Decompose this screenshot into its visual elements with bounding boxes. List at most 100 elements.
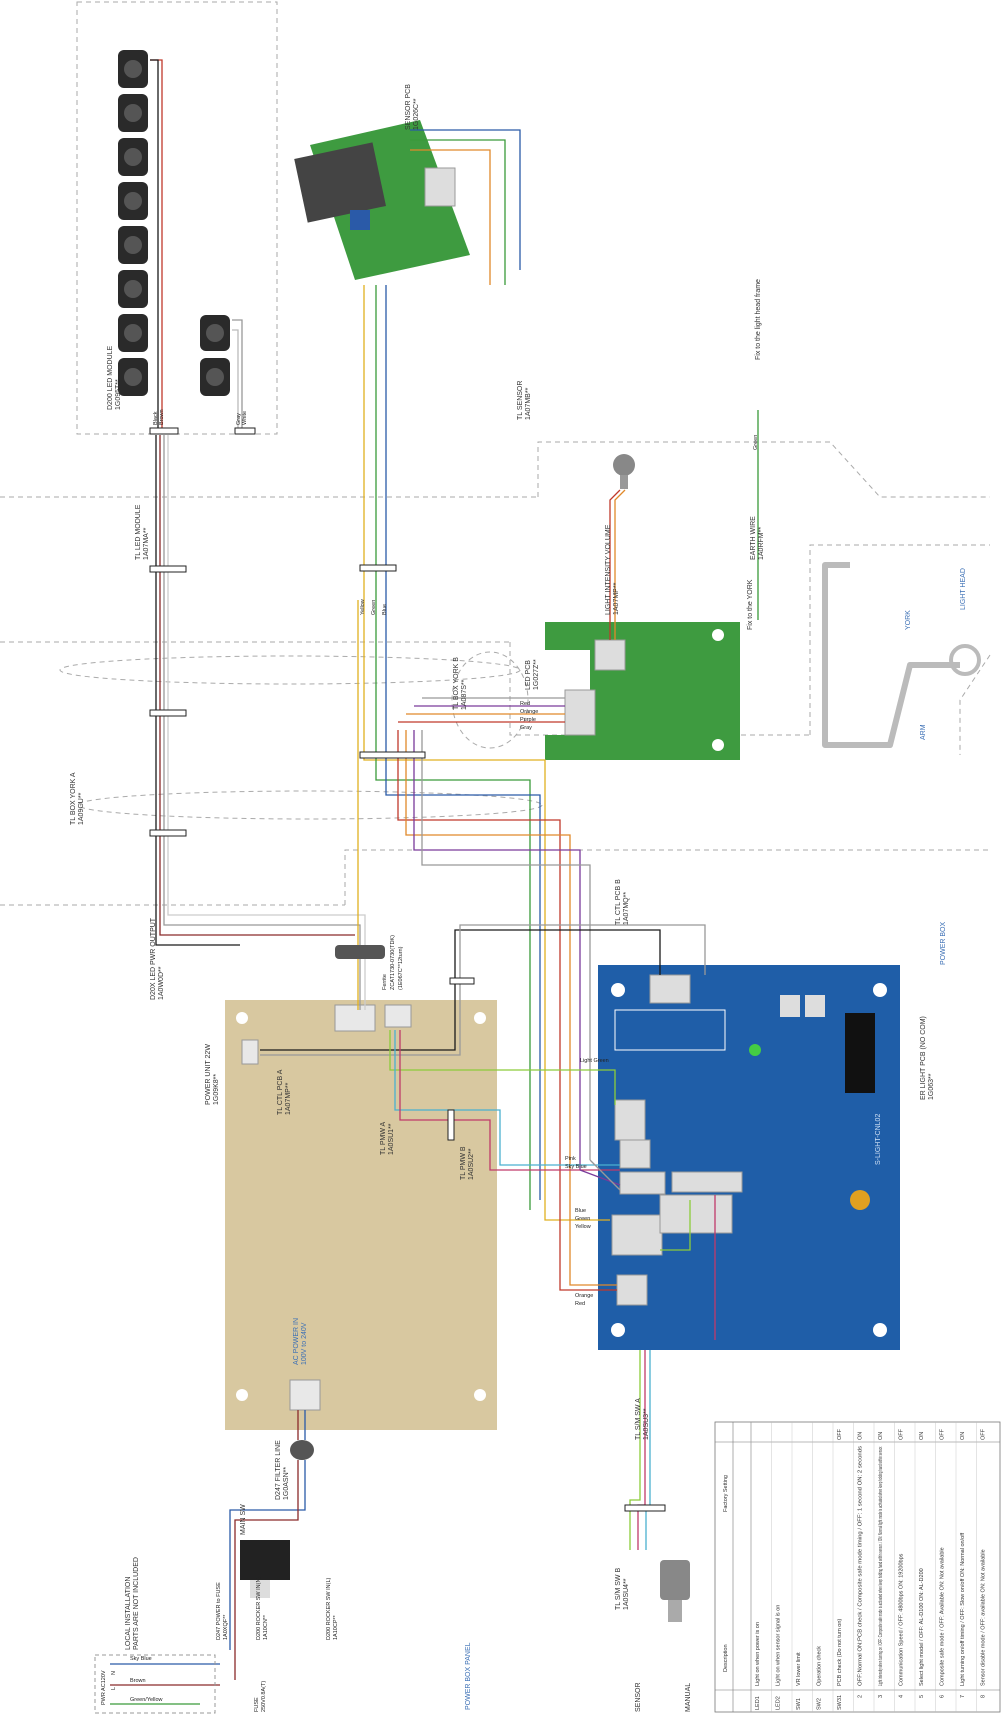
label-led-pcb: LED PCB xyxy=(525,660,532,690)
label-power-box-panel: POWER BOX PANEL xyxy=(465,1642,472,1710)
wire-label: Green xyxy=(575,1216,590,1222)
led-module-9 xyxy=(200,315,230,351)
label-led-module-pn: 1G095T** xyxy=(115,379,122,410)
label-pwr-ac: PWR AC120V xyxy=(101,1670,107,1705)
sensor-manual-switch xyxy=(660,1560,690,1622)
table-cell: 3 xyxy=(878,1695,884,1698)
label-er-pcb-pn: 1G063** xyxy=(928,1073,935,1100)
table-cell: Composite safe mode / OFF: Available ON:… xyxy=(940,1547,946,1686)
wire-label: Purple xyxy=(520,717,536,723)
connector-clips xyxy=(149,427,666,1512)
led-module-7 xyxy=(118,314,148,352)
wire-label: Sky Blue xyxy=(130,1656,152,1662)
wire-label: Yellow xyxy=(575,1224,591,1230)
wire-label: Red xyxy=(575,1301,585,1307)
table-cell: 7 xyxy=(960,1695,966,1698)
label-fuse-v: 250V0.8A(T) xyxy=(261,1681,267,1712)
table-cell: SW1 xyxy=(796,1698,802,1710)
wire-label: Green/Yellow xyxy=(130,1697,163,1703)
label-rocker-l: D200 ROCKER SW IN(L) xyxy=(326,1577,332,1640)
led-pcb xyxy=(545,622,740,760)
wire-label: Red xyxy=(520,701,530,707)
label-pmw-a: TL PMW A xyxy=(380,1121,387,1155)
label-light-vol: LIGHT INTENSITY VOLUME xyxy=(605,524,612,615)
label-pcb-logo: S-LIGHT-CNL02 xyxy=(875,1114,882,1165)
table-cell: Light on when sensor signal is on xyxy=(776,1605,782,1686)
label-ac-power-v: 100V to 240V xyxy=(301,1322,308,1365)
label-sensor-pcb: SENSOR PCB xyxy=(405,84,412,130)
label-power-unit: POWER UNIT 22W xyxy=(205,1044,212,1105)
local-installation-box xyxy=(94,1654,216,1714)
label-rocker-l-pn: 1A10CP** xyxy=(333,1614,339,1640)
label-rocker-in-pn: 1A10CN** xyxy=(263,1614,269,1640)
label-local-inst2: PARTS ARE NOT INCLUDED xyxy=(133,1557,140,1650)
led-module-bus-wires xyxy=(150,59,243,430)
label-ferrite-pn: ZCAT1730-0730(TDK) xyxy=(390,935,396,990)
label-light-head: LIGHT HEAD xyxy=(960,568,967,610)
wire-label: L xyxy=(111,1687,117,1690)
wire-label: Gray xyxy=(520,725,532,731)
table-cell: OFF:Normal ON:PCB check / Composite safe… xyxy=(858,1446,864,1686)
label-tl-led-module-pn: 1A07MA** xyxy=(143,527,150,560)
table-cell: ON xyxy=(960,1432,966,1440)
led-module-4 xyxy=(118,182,148,220)
led-module-1 xyxy=(118,50,148,88)
led-module-2 xyxy=(118,94,148,132)
label-ferrite-pn2: (1E067C**12turn) xyxy=(398,946,404,990)
label-filter-pn: 1G0ASN** xyxy=(283,1467,290,1500)
label-earth-wire-pn: 1A0RFM** xyxy=(758,527,765,560)
table-cell: 5 xyxy=(919,1695,925,1698)
table-cell: 6 xyxy=(940,1695,946,1698)
label-pmw-a-pn: 1A0SU1** xyxy=(388,1123,395,1155)
label-manual: MANUAL xyxy=(685,1683,692,1712)
table-cell: OFF xyxy=(837,1428,843,1440)
power-unit-board xyxy=(225,1000,497,1430)
label-sm-sw-a-pn: 1A0SU3** xyxy=(643,1408,650,1440)
wire-label: Brown xyxy=(159,409,165,425)
led-module-array xyxy=(118,50,230,396)
label-sm-sw-b-pn: 1A0SU4** xyxy=(623,1578,630,1610)
wire-label: Gray xyxy=(236,413,242,425)
wire-label: Blue xyxy=(382,604,388,615)
table-cell: 2 xyxy=(858,1695,864,1698)
wire-label: White xyxy=(242,411,248,425)
label-box-york-a-pn: 1A09GU** xyxy=(78,792,85,825)
wire-label: Pink xyxy=(565,1156,576,1162)
label-light-vol-pn: 1A07MP** xyxy=(613,582,620,615)
wire-label: N xyxy=(111,1671,117,1675)
label-ctl-pcb-a-pn: 1A07MP** xyxy=(285,1082,292,1115)
label-pmw-b-pn: 1A0SU2** xyxy=(468,1148,475,1180)
wire-label: Sky Blue xyxy=(565,1164,587,1170)
led-pcb-wires xyxy=(398,489,626,723)
ferrite-core xyxy=(335,945,385,959)
table-cell: Select light model / OFF: AL-D100 ON: AL… xyxy=(919,1568,925,1686)
wire-label: Blue xyxy=(575,1208,586,1214)
label-pwr-fuse: D247 POWER to FUSE xyxy=(216,1582,222,1640)
label-sm-sw-b: TL S/M SW B xyxy=(615,1568,622,1610)
table-cell: Light on when power is on xyxy=(755,1622,761,1686)
table-cell: OFF xyxy=(940,1428,946,1440)
table-cell: Communication Speed / OFF: 4800bps ON: 1… xyxy=(899,1553,905,1686)
label-box-york-a: TL BOX YORK A xyxy=(70,772,77,825)
wire-label: Orange xyxy=(575,1293,593,1299)
wire-label: Yellow xyxy=(360,599,366,615)
table-cell: PCB check (Do not turn on) xyxy=(837,1619,843,1686)
main-harness xyxy=(155,129,610,1221)
label-filter: D247 FILTER LINE xyxy=(275,1440,282,1500)
led-module-8 xyxy=(118,358,148,396)
table-header: Description xyxy=(723,1644,729,1672)
wire-label: Black xyxy=(153,411,159,425)
york-arm-outline xyxy=(822,562,981,748)
label-led-pwr-out: D20X LED PWR OUTPUT xyxy=(150,917,157,1000)
label-power-box: POWER BOX xyxy=(940,921,947,965)
wire-label: Brown xyxy=(130,1678,146,1684)
light-volume-knob xyxy=(613,454,635,489)
region-boundaries xyxy=(0,1,991,906)
label-ctl-pcb-a: TL CTL PCB A xyxy=(277,1069,284,1115)
table-cell: OFF xyxy=(899,1428,905,1440)
label-led-pwr-out-pn: 1A0W0D** xyxy=(158,966,165,1000)
main-switch xyxy=(240,1540,290,1598)
